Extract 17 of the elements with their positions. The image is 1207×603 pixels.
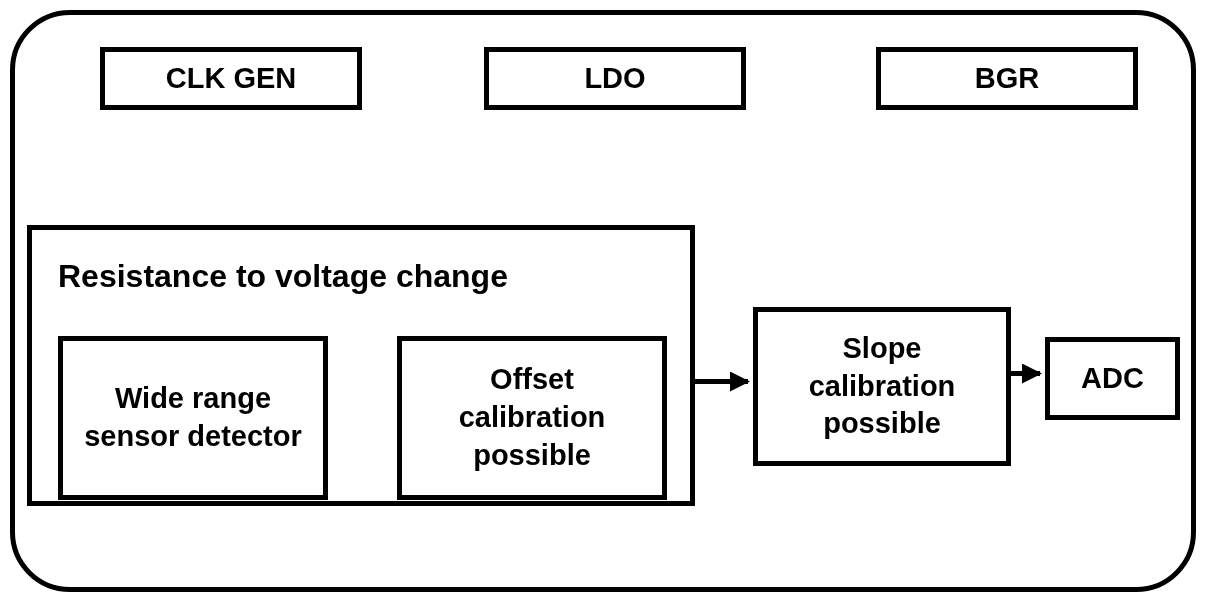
block-label: Offset calibration possible [457,362,607,473]
block-label: Wide range sensor detector [83,381,303,454]
block-box [753,307,1011,466]
block-box [100,47,362,110]
block-label: ADC [1080,360,1145,396]
block-label: Slope calibration possible [807,330,957,442]
group-box [27,225,695,506]
block-box [484,47,746,110]
block-box [876,47,1138,110]
block-box [1045,337,1180,420]
group-heading: Resistance to voltage change [58,257,508,296]
outer-frame [10,10,1196,592]
block-label: LDO [583,60,647,96]
block-label: BGR [973,60,1041,96]
block-box [397,336,667,500]
block-label: CLK GEN [164,60,298,96]
block-box [58,336,328,500]
